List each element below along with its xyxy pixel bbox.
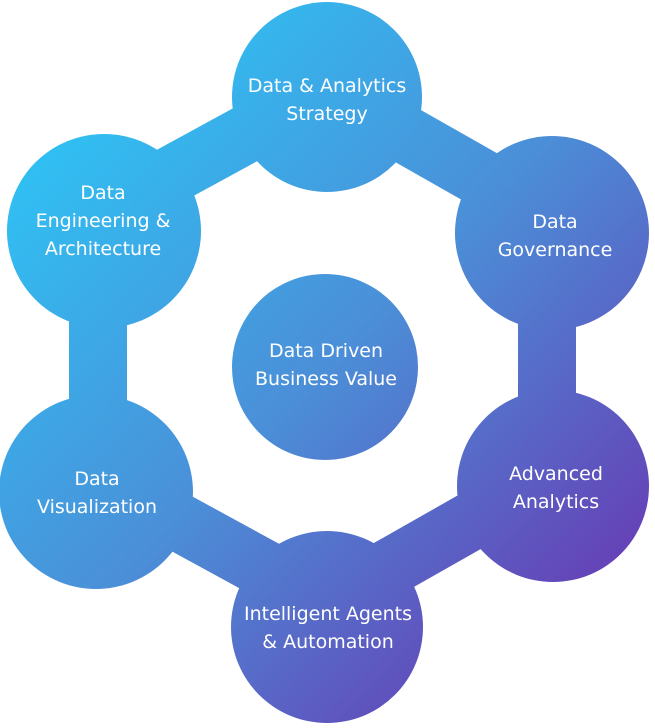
node-circle-visualization <box>0 395 193 589</box>
node-circle-engineering <box>7 134 201 328</box>
node-circle-advanced <box>457 390 649 582</box>
node-circle-strategy <box>232 2 422 192</box>
node-circle-governance <box>455 136 649 330</box>
node-circle-agents <box>231 531 423 723</box>
center-circle <box>232 274 418 460</box>
